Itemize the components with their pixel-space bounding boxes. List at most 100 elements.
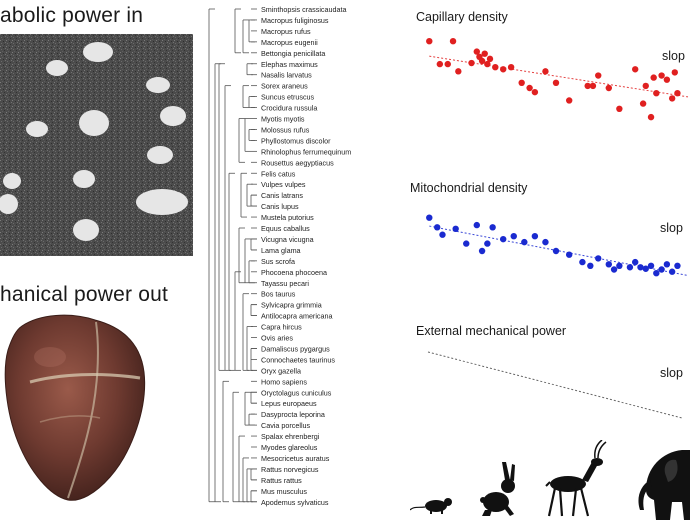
data-point <box>616 105 623 113</box>
scaling-plots: Capillary density slop Mitochondrial den… <box>410 0 690 520</box>
scatter-canvas <box>426 38 689 419</box>
data-point <box>668 268 676 275</box>
data-point <box>579 258 586 266</box>
data-point <box>484 60 491 68</box>
data-point <box>616 262 623 269</box>
species-label: Phyllostomus discolor <box>261 136 331 145</box>
species-label: Crocidura russula <box>261 104 317 113</box>
data-point <box>542 68 549 75</box>
species-label: Dasyprocta leporina <box>261 410 325 419</box>
capillary-density-title: Capillary density <box>416 10 508 24</box>
species-label: Elephas maximus <box>261 60 318 69</box>
data-point <box>632 258 639 266</box>
species-label: Cavia porcellus <box>261 421 311 430</box>
species-label: Vulpes vulpes <box>261 180 306 189</box>
data-point <box>587 262 594 269</box>
data-point <box>531 233 539 240</box>
species-label: Antilocapra americana <box>261 312 333 321</box>
species-label: Equus caballus <box>261 224 310 233</box>
mitochondrial-slope-label: slop <box>660 221 683 235</box>
species-label: Damaliscus pygargus <box>261 344 330 353</box>
data-point <box>653 270 660 277</box>
data-point <box>455 68 462 75</box>
data-point <box>531 88 539 96</box>
mouse-icon <box>409 498 452 514</box>
data-point <box>610 266 618 273</box>
rabbit-icon <box>480 462 515 516</box>
data-point <box>658 72 665 79</box>
data-point <box>500 66 507 73</box>
data-point <box>650 74 657 81</box>
species-label: Lepus europaeus <box>261 399 317 408</box>
micrograph-image <box>0 34 193 256</box>
heart-icon <box>4 314 146 501</box>
data-point <box>626 264 634 271</box>
data-point <box>639 100 647 107</box>
data-point <box>481 50 488 57</box>
data-point <box>507 63 515 71</box>
gazelle-icon <box>545 439 607 517</box>
data-point <box>647 113 655 121</box>
data-point <box>449 38 457 45</box>
species-label: Felis catus <box>261 169 296 178</box>
data-point <box>478 247 486 255</box>
data-point <box>637 264 644 271</box>
animal-silhouettes <box>409 439 690 520</box>
mechanical-power-caption: hanical power out <box>0 283 169 306</box>
species-label: Mus musculus <box>261 487 307 496</box>
data-point <box>595 255 602 262</box>
mechanical-power-title: External mechanical power <box>416 324 567 338</box>
species-label: Sus scrofa <box>261 257 295 266</box>
species-label: Connochaetes taurinus <box>261 355 335 364</box>
species-label: Rhinolophus ferrumequinum <box>261 147 351 156</box>
data-point <box>605 84 612 92</box>
trend-line <box>429 55 689 98</box>
data-point <box>492 63 499 71</box>
data-point <box>663 261 671 268</box>
mechanical-trend-line <box>427 351 683 419</box>
data-point <box>566 97 573 104</box>
capillary-micrograph <box>0 34 193 256</box>
species-label: Sminthopsis crassicaudata <box>261 5 347 14</box>
data-point <box>478 57 486 65</box>
species-label: Capra hircus <box>261 323 302 332</box>
data-point <box>674 90 681 97</box>
species-label: Ovis aries <box>261 334 293 343</box>
data-point <box>463 240 470 247</box>
data-point <box>674 262 681 269</box>
species-label: Canis latrans <box>261 191 303 200</box>
species-label: Rousettus aegyptiacus <box>261 158 334 167</box>
species-label: Molossus rufus <box>261 125 310 134</box>
species-label: Bos taurus <box>261 290 296 299</box>
data-point <box>434 224 441 231</box>
species-label: Vicugna vicugna <box>261 235 314 244</box>
species-label: Bettongia penicillata <box>261 49 325 58</box>
data-point <box>436 60 444 68</box>
data-point <box>521 238 528 246</box>
data-point <box>439 231 446 238</box>
data-point <box>426 214 433 221</box>
species-label: Sorex araneus <box>261 82 308 91</box>
data-point <box>484 240 491 247</box>
data-point <box>589 82 597 90</box>
data-point <box>663 76 671 83</box>
data-point <box>510 233 517 240</box>
data-point <box>642 265 649 272</box>
species-label: Phocoena phocoena <box>261 268 327 277</box>
data-point <box>542 238 549 246</box>
species-label: Canis lupus <box>261 202 299 211</box>
species-label: Spalax ehrenbergi <box>261 432 320 441</box>
data-point <box>668 95 676 102</box>
mechanical-slope-label: slop <box>660 366 683 380</box>
species-label: Oryx gazella <box>261 366 301 375</box>
species-label: Rattus norvegicus <box>261 465 319 474</box>
species-label: Lama glama <box>261 246 301 255</box>
species-label: Macropus rufus <box>261 27 311 36</box>
data-point <box>552 247 560 255</box>
data-point <box>452 225 459 232</box>
data-point <box>671 69 678 76</box>
species-label: Sylvicapra grimmia <box>261 301 322 310</box>
data-point <box>642 82 649 90</box>
species-label: Mesocricetus auratus <box>261 454 330 463</box>
